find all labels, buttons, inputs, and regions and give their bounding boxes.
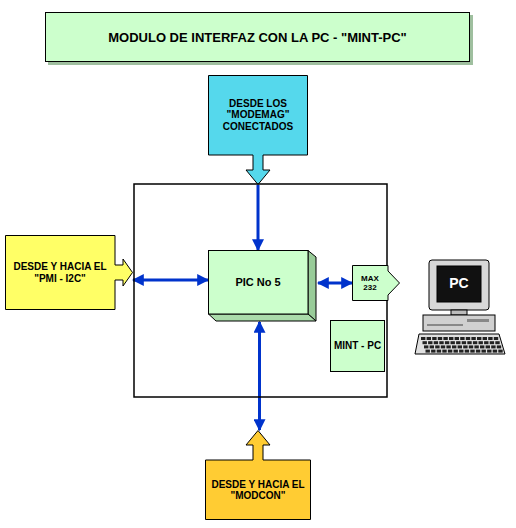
node-label: MINT - PC bbox=[330, 320, 385, 372]
node-label: DESDE Y HACIA EL "MODCON" bbox=[205, 460, 311, 520]
bus-arrow: DESDE Y HACIA EL "MODCON" bbox=[205, 430, 311, 520]
node-label: DESDE LOS "MODEMAG" CONECTADOS bbox=[208, 75, 308, 155]
module-box: MINT - PC PIC No 5 MAX 232 bbox=[133, 183, 388, 398]
pc-illustration: PC bbox=[415, 258, 507, 358]
title-text: MODULO DE INTERFAZ CON LA PC - "MINT-PC" bbox=[108, 30, 407, 45]
bus-arrow: DESDE Y HACIA EL "PMI - I2C" bbox=[5, 235, 133, 310]
signal-arrow bbox=[258, 322, 261, 430]
signal-arrow bbox=[133, 279, 208, 282]
node-label: DESDE Y HACIA EL "PMI - I2C" bbox=[5, 235, 115, 310]
node-label: PIC No 5 bbox=[208, 250, 308, 314]
max232-box: MAX 232 bbox=[352, 265, 400, 301]
computer-drawing bbox=[415, 258, 507, 358]
input-arrow: DESDE LOS "MODEMAG" CONECTADOS bbox=[208, 75, 308, 185]
title-box: MODULO DE INTERFAZ CON LA PC - "MINT-PC" bbox=[45, 12, 470, 62]
node-label: MAX 232 bbox=[352, 265, 388, 301]
bus-arrow-outline bbox=[205, 430, 311, 520]
signal-arrow bbox=[257, 185, 260, 250]
pic-box: PIC No 5 bbox=[208, 250, 318, 322]
screen-label: PC bbox=[441, 268, 477, 298]
signal-arrow bbox=[318, 282, 352, 285]
